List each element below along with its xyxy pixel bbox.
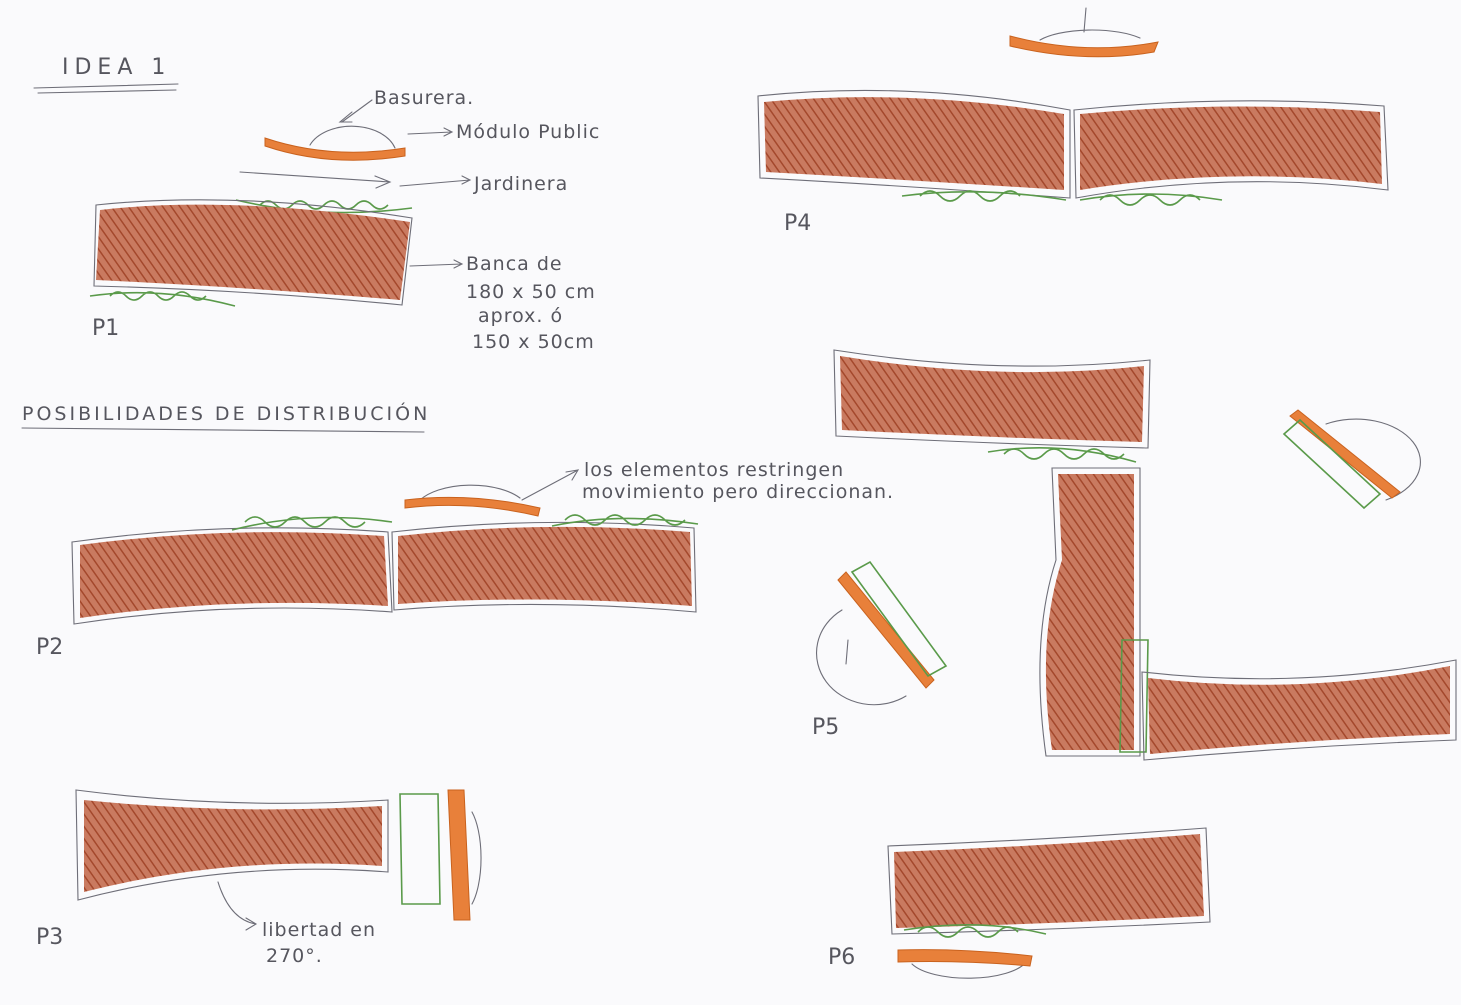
p5-label: P5: [812, 715, 839, 740]
p4-label: P4: [784, 211, 811, 236]
label-restringen-2: movimiento pero direccionan.: [582, 481, 894, 503]
p4-trash-bin: [1040, 8, 1140, 40]
p6-public-module: [898, 950, 1032, 966]
label-banca-4: 150 x 50cm: [472, 331, 595, 353]
p2-label: P2: [36, 635, 63, 660]
p5-bench-top: [840, 356, 1144, 442]
p4-planter-right: [1080, 194, 1222, 205]
p3-bench: [84, 800, 382, 892]
arrow-modulo: [408, 128, 452, 136]
p2-bench-right: [398, 527, 692, 606]
p4-bench-left: [764, 97, 1064, 190]
p1-label: P1: [92, 316, 119, 341]
title-underline: [34, 84, 178, 93]
p1-public-module: [265, 138, 405, 160]
p5-planter-left: [852, 562, 946, 676]
p5-group: P5: [812, 350, 1456, 760]
p4-public-module: [1010, 36, 1158, 57]
p6-bench: [894, 834, 1204, 928]
arrow-libertad: [218, 882, 256, 930]
p5-planter-top: [988, 448, 1136, 462]
p3-group: libertad en 270°. P3: [36, 790, 481, 967]
arrow-jardinera: [400, 176, 470, 186]
arrow-basurera: [340, 100, 372, 122]
label-banca-2: 180 x 50 cm: [466, 281, 596, 303]
p3-trash-bin: [472, 812, 481, 904]
p6-group: P6: [828, 828, 1210, 978]
p2-bench-left: [80, 532, 388, 618]
label-restringen-1: los elementos restringen: [584, 459, 844, 481]
arrow-banca: [410, 260, 462, 268]
arrow-restringen: [522, 470, 578, 500]
label-modulo: Módulo Public: [456, 121, 600, 143]
label-libertad-2: 270°.: [266, 945, 323, 967]
p2-group: los elementos restringen movimiento pero…: [36, 459, 894, 660]
label-jardinera: Jardinera: [473, 173, 568, 195]
p3-planter: [400, 794, 440, 904]
sheet-subtitle: POSIBILIDADES DE DISTRIBUCIÓN: [22, 401, 430, 425]
p1-bench: [96, 205, 410, 300]
p1-trash-bin: [310, 126, 395, 148]
p6-planter: [904, 925, 1046, 937]
p3-public-module: [448, 790, 470, 920]
p4-planter-left: [902, 191, 1066, 201]
p3-label: P3: [36, 925, 63, 950]
label-basurera: Basurera.: [374, 87, 474, 109]
label-libertad-1: libertad en: [262, 919, 376, 941]
label-banca-1: Banca de: [466, 253, 563, 275]
p5-bench-right: [1148, 666, 1450, 754]
p4-bench-right: [1080, 106, 1382, 190]
p1-planter-lower: [90, 292, 235, 306]
label-banca-3: aprox. ó: [478, 305, 563, 327]
p5-trash-bin-left: [817, 610, 906, 705]
p2-planter-right: [552, 515, 698, 526]
p1-group: P1 Basurera. Módulo Public Jardinera Ban…: [90, 87, 600, 353]
p4-group: P4: [758, 8, 1388, 236]
p1-direction-arrow: [240, 172, 390, 188]
p6-label: P6: [828, 945, 855, 970]
p2-public-module: [405, 497, 540, 516]
subtitle-underline: [22, 428, 424, 432]
sheet-title: IDEA 1: [62, 55, 171, 80]
